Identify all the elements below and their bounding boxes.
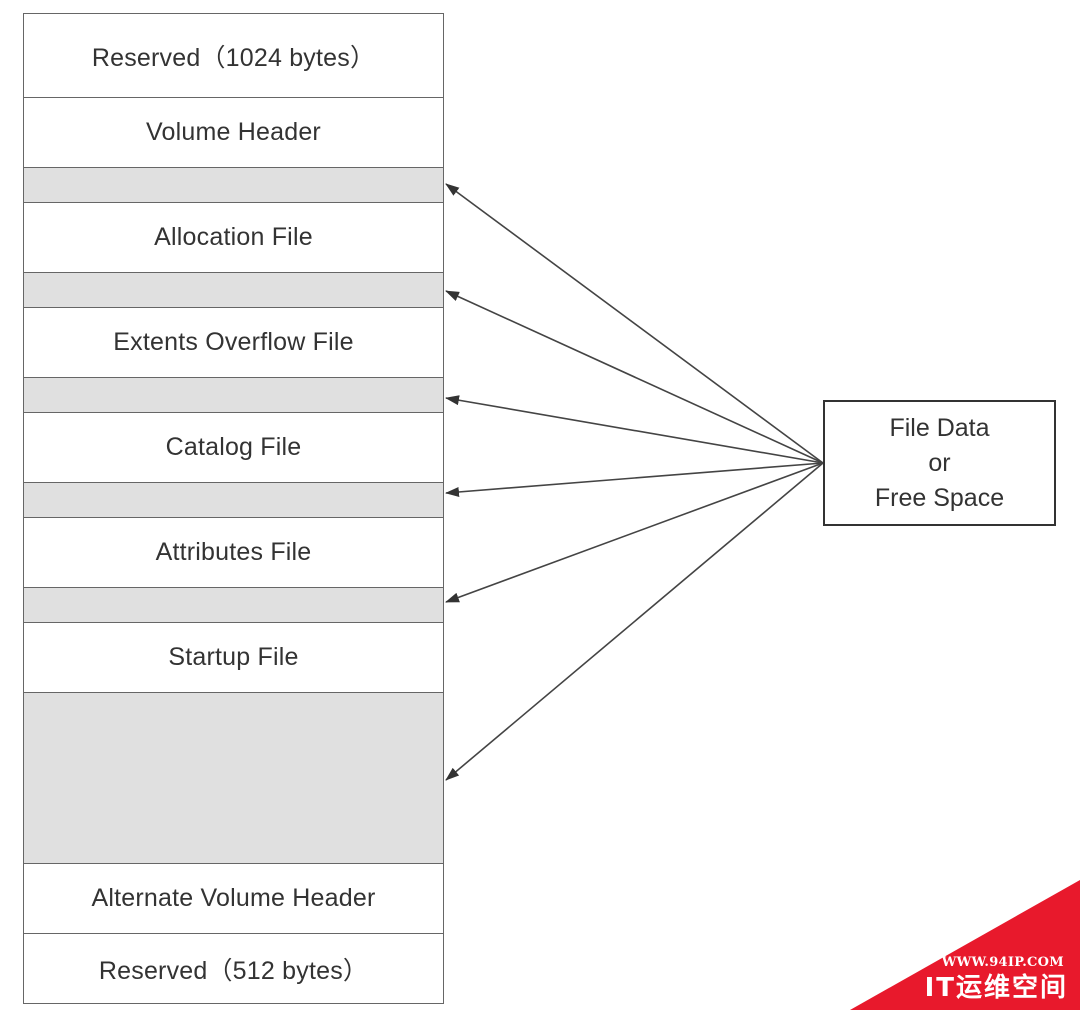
segment-label: Reserved（512 bytes） [98,956,369,985]
arrow-to-free-space-3 [445,395,824,464]
segment-free-space [24,483,443,518]
box-line-or: or [928,448,951,477]
file-data-box: File Data or Free Space [823,400,1056,526]
segment-reserved-1024: Reserved（1024 bytes） [24,14,443,98]
segment-free-space [24,378,443,413]
watermark-name: IT运维空间 [924,973,1068,1003]
box-line-free-space: Free Space [874,483,1005,512]
segment-label: Startup File [168,643,299,671]
segment-startup-file: Startup File [24,623,443,693]
segment-label: Allocation File [154,223,313,251]
segment-free-space [24,273,443,308]
segment-label: Reserved（1024 bytes） [91,43,376,72]
box-line-file-data: File Data [889,413,990,442]
segment-allocation-file: Allocation File [24,203,443,273]
arrow-to-free-space-1 [445,183,824,464]
segment-label: Alternate Volume Header [91,884,376,912]
segment-free-space [24,168,443,203]
segment-label: Extents Overflow File [113,328,354,356]
segment-alternate-volume-header: Alternate Volume Header [24,864,443,934]
segment-label: Volume Header [146,118,321,146]
segment-label: Catalog File [165,433,302,461]
segment-extents-overflow-file: Extents Overflow File [24,308,443,378]
segment-catalog-file: Catalog File [24,413,443,483]
arrow-to-free-space-2 [445,290,824,464]
watermark: WWW.94IP.COM IT运维空间 [840,880,1080,1010]
segment-volume-header: Volume Header [24,98,443,168]
watermark-url: WWW.94IP.COM [941,955,1064,970]
segment-label: Attributes File [155,538,312,566]
volume-layout: Reserved（1024 bytes） Volume Header Alloc… [23,13,444,1004]
segment-free-space [24,588,443,623]
segment-reserved-512: Reserved（512 bytes） [24,934,443,1003]
arrow-to-free-space-4 [445,462,824,497]
arrow-to-free-space-6 [445,462,824,781]
arrow-to-free-space-5 [445,462,824,603]
segment-free-space [24,693,443,864]
segment-attributes-file: Attributes File [24,518,443,588]
watermark-triangle [850,880,1080,1010]
